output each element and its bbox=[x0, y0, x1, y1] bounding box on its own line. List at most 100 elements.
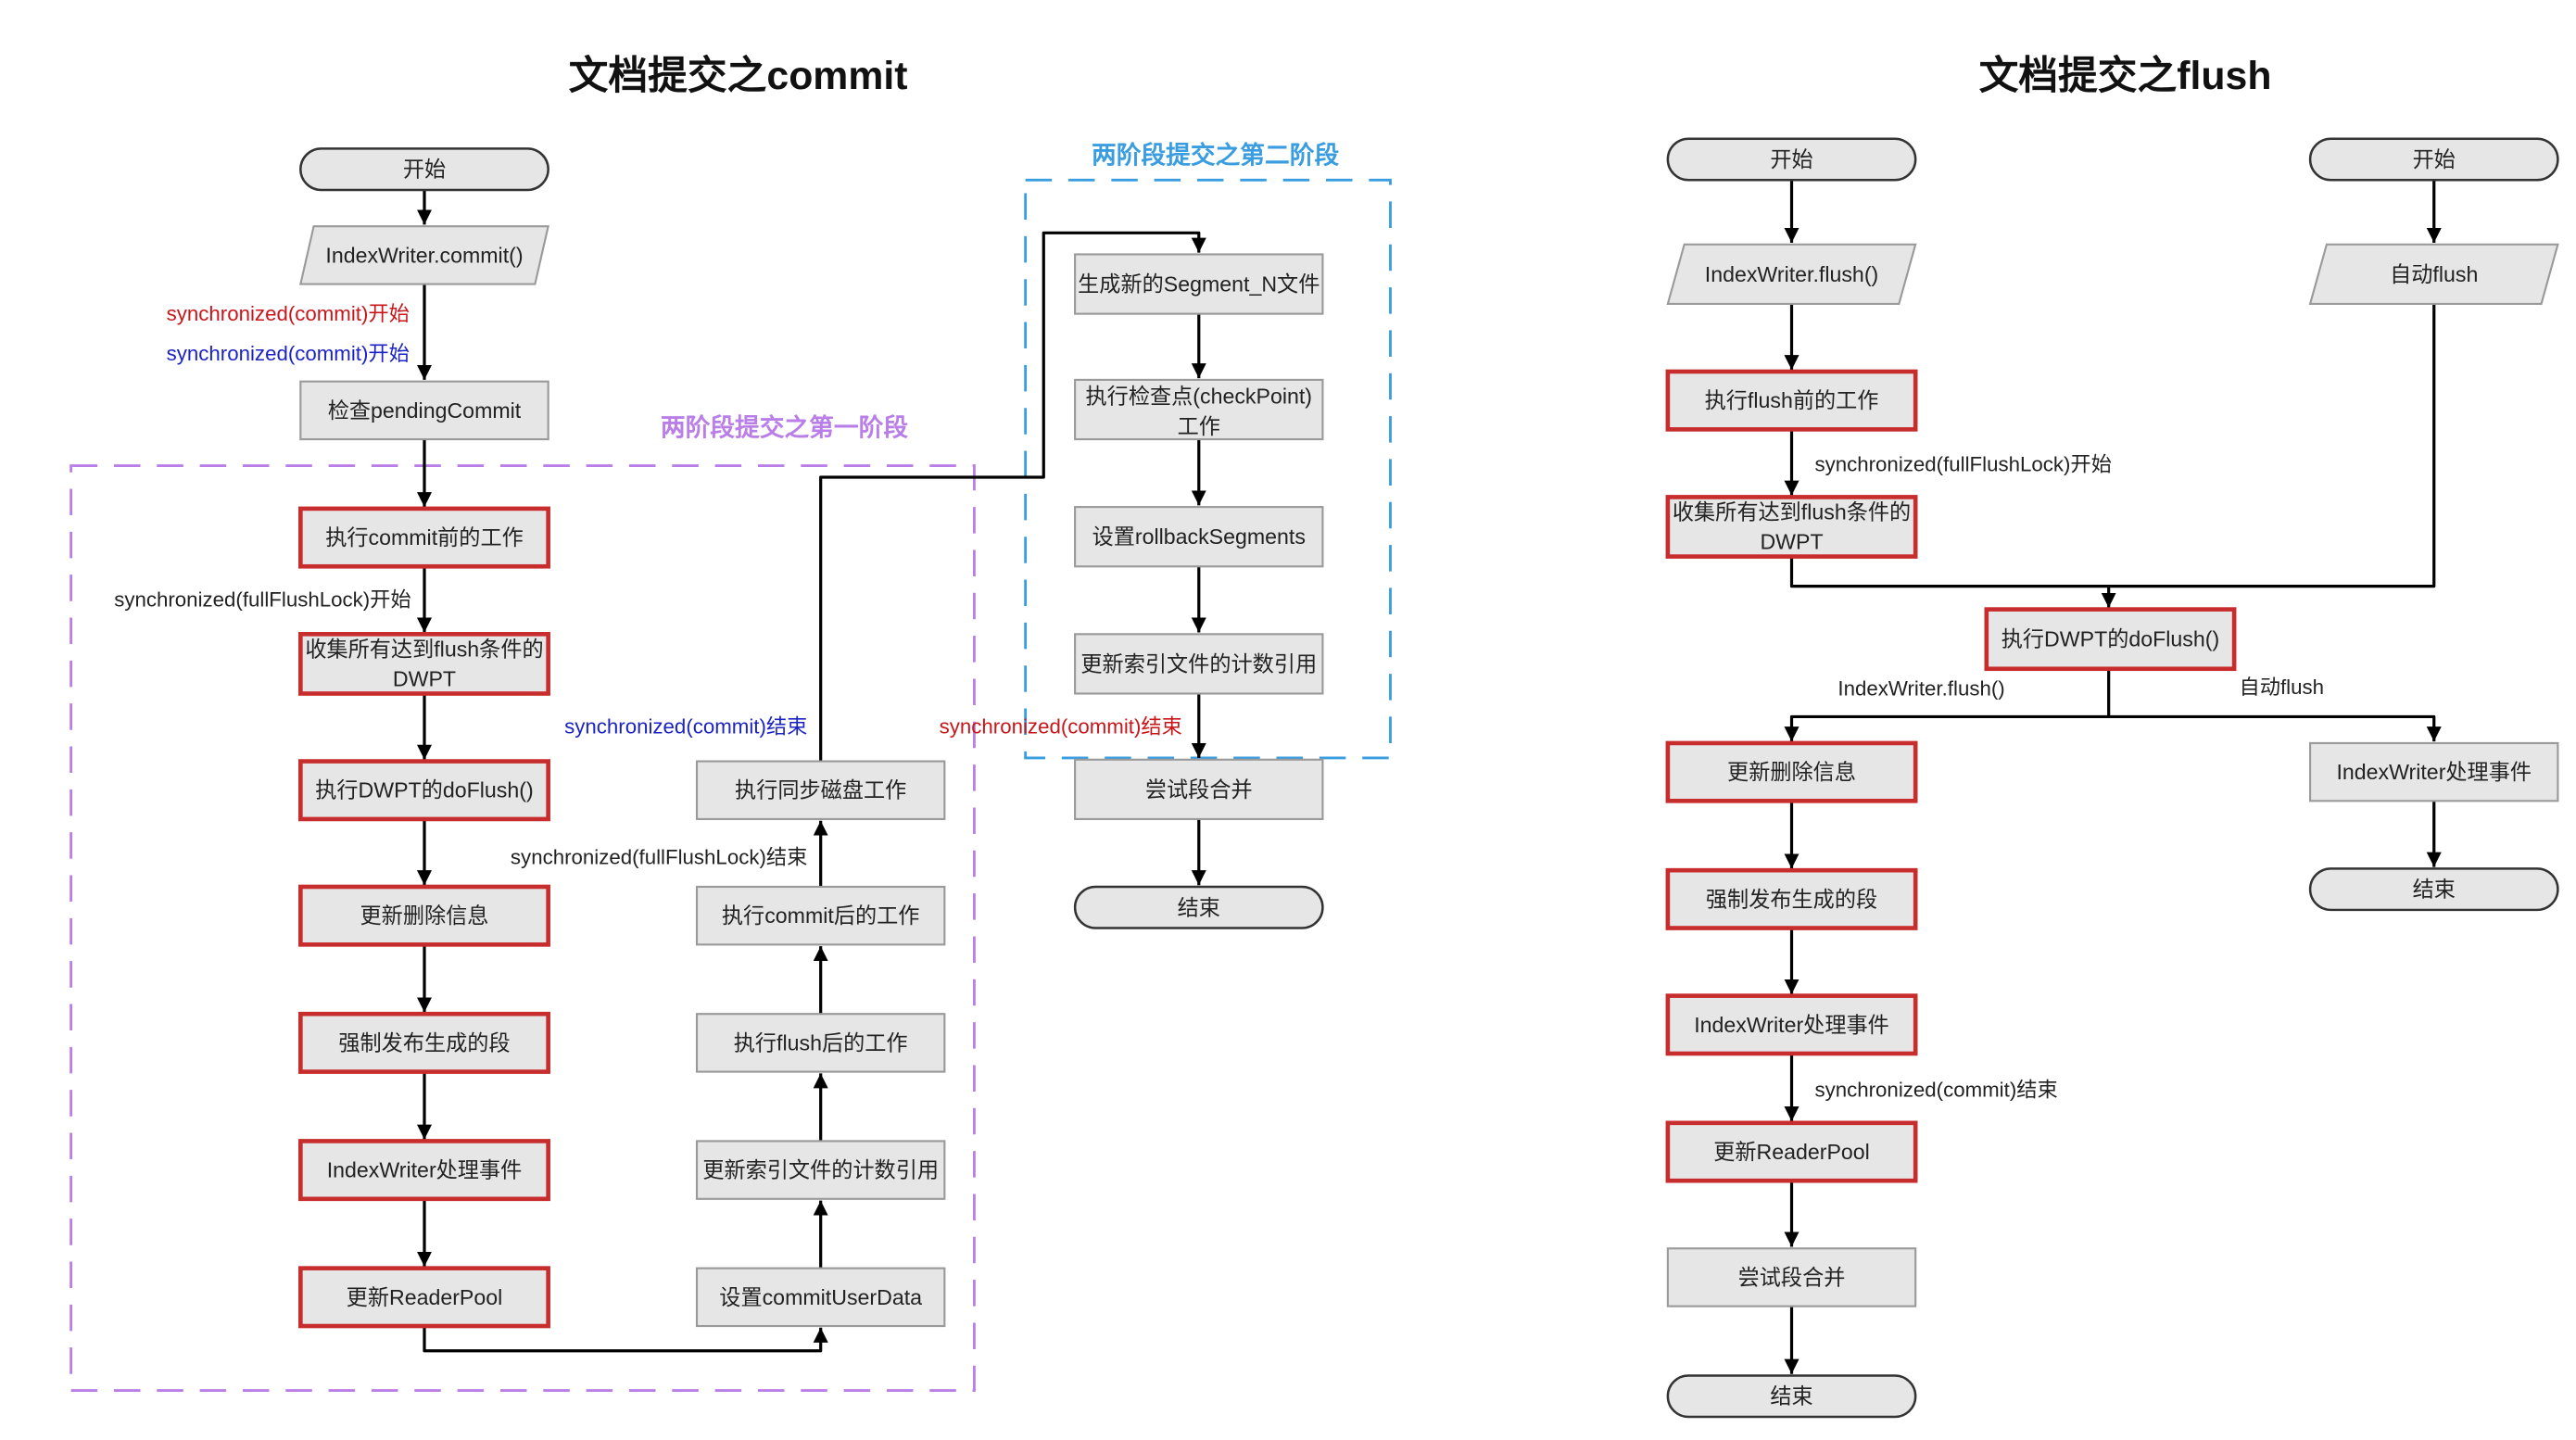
node-flush-update-reader-pool: 更新ReaderPool bbox=[1665, 1120, 1918, 1183]
node-do-flush: 执行DWPT的doFlush() bbox=[298, 759, 550, 822]
highlighted-process-shape bbox=[298, 1266, 550, 1329]
node-checkpoint-label-line2: 工作 bbox=[1178, 414, 1220, 438]
node-pre-commit: 执行commit前的工作 bbox=[298, 506, 550, 569]
node-flush-update-deletes: 更新删除信息 bbox=[1665, 740, 1918, 803]
node-update-reader-pool-label: 更新ReaderPool bbox=[347, 1285, 503, 1309]
node-update-ref-counts-2: 更新索引文件的计数引用 bbox=[1074, 633, 1324, 695]
process-shape bbox=[1074, 506, 1324, 568]
phase-one-label: 两阶段提交之第一阶段 bbox=[661, 413, 908, 442]
node-update-ref-counts-1: 更新索引文件的计数引用 bbox=[695, 1140, 946, 1200]
highlighted-process-shape bbox=[298, 1011, 550, 1074]
phase-two-label: 两阶段提交之第二阶段 bbox=[1092, 141, 1339, 170]
highlighted-process-shape bbox=[1984, 607, 2237, 672]
highlighted-process-shape bbox=[1665, 1120, 1918, 1183]
terminal-shape bbox=[2308, 137, 2559, 182]
highlighted-process-shape bbox=[298, 759, 550, 822]
node-sync-disk-label: 执行同步磁盘工作 bbox=[735, 778, 906, 802]
node-flush-process-events-auto: IndexWriter处理事件 bbox=[2309, 741, 2559, 802]
node-set-rollback: 设置rollbackSegments bbox=[1074, 506, 1324, 568]
terminal-shape bbox=[2308, 867, 2559, 912]
node-post-commit: 执行commit后的工作 bbox=[695, 885, 946, 946]
highlighted-process-shape bbox=[1665, 369, 1918, 432]
node-pre-flush-label: 执行flush前的工作 bbox=[1705, 388, 1879, 412]
process-shape bbox=[1074, 378, 1324, 441]
highlighted-process-shape bbox=[1665, 495, 1918, 559]
commit-diagram-title: 文档提交之commit bbox=[569, 54, 908, 98]
io-shape bbox=[1666, 243, 1917, 305]
node-auto-flush-label: 自动flush bbox=[2390, 262, 2478, 286]
node-process-events: IndexWriter处理事件 bbox=[298, 1139, 550, 1202]
node-commit-end-label: 结束 bbox=[1178, 895, 1220, 919]
highlighted-process-shape bbox=[1665, 867, 1918, 930]
flush-commit-lock-end-label: synchronized(commit)结束 bbox=[1814, 1079, 2057, 1102]
node-try-merge: 尝试段合并 bbox=[1074, 758, 1324, 820]
process-shape bbox=[1074, 253, 1324, 315]
process-shape bbox=[695, 760, 946, 820]
node-flush-start-manual: 开始 bbox=[1666, 137, 1917, 182]
node-flush-try-merge-label: 尝试段合并 bbox=[1738, 1265, 1846, 1289]
commit-lock-start-label-red: synchronized(commit)开始 bbox=[167, 302, 410, 325]
node-flush-end-auto: 结束 bbox=[2308, 867, 2559, 912]
node-flush-process-events-label: IndexWriter处理事件 bbox=[1694, 1013, 1889, 1037]
highlighted-process-shape bbox=[298, 506, 550, 569]
terminal-shape bbox=[1666, 137, 1917, 182]
commit-lock-start-label-blue: synchronized(commit)开始 bbox=[167, 342, 410, 365]
process-shape bbox=[2309, 741, 2559, 802]
node-post-flush-label: 执行flush后的工作 bbox=[734, 1030, 908, 1055]
connector-auto-flush-to-do-flush bbox=[2108, 303, 2436, 588]
highlighted-process-shape bbox=[1665, 740, 1918, 803]
flush-diagram-title: 文档提交之flush bbox=[1979, 54, 2272, 98]
node-publish-segments: 强制发布生成的段 bbox=[298, 1011, 550, 1074]
node-flush-collect-dwpt-label-line1: 收集所有达到flush条件的 bbox=[1673, 499, 1911, 524]
process-shape bbox=[1666, 1247, 1917, 1307]
terminal-shape bbox=[1073, 885, 1324, 929]
node-do-flush-label: 执行DWPT的doFlush() bbox=[315, 778, 533, 802]
io-shape bbox=[2308, 243, 2559, 305]
process-shape bbox=[695, 885, 946, 946]
highlighted-process-shape bbox=[298, 1139, 550, 1202]
node-checkpoint: 执行检查点(checkPoint) 工作 bbox=[1074, 378, 1324, 441]
terminal-shape bbox=[1666, 1374, 1917, 1419]
node-collect-dwpt: 收集所有达到flush条件的 DWPT bbox=[298, 632, 550, 696]
node-flush-do-flush-label: 执行DWPT的doFlush() bbox=[2001, 627, 2219, 651]
full-flush-lock-start-label: synchronized(fullFlushLock)开始 bbox=[114, 587, 411, 611]
node-flush-call-label: IndexWriter.flush() bbox=[1705, 262, 1878, 286]
phase-one-boundary bbox=[69, 464, 976, 1392]
node-publish-segments-label: 强制发布生成的段 bbox=[338, 1030, 510, 1055]
connector-branch-auto bbox=[2108, 714, 2442, 742]
commit-lock-end-label-red: synchronized(commit)结束 bbox=[940, 715, 1182, 739]
node-commit-start-label: 开始 bbox=[403, 158, 446, 182]
node-flush-end-manual-label: 结束 bbox=[1770, 1384, 1812, 1408]
node-flush-process-events: IndexWriter处理事件 bbox=[1665, 993, 1918, 1056]
node-commit-start: 开始 bbox=[299, 147, 549, 192]
node-flush-do-flush: 执行DWPT的doFlush() bbox=[1984, 607, 2237, 672]
connector-sync-disk-to-segments-n bbox=[819, 231, 1206, 762]
node-commit-call-label: IndexWriter.commit() bbox=[325, 243, 523, 267]
node-collect-dwpt-label-line2: DWPT bbox=[393, 666, 456, 690]
node-flush-end-manual: 结束 bbox=[1666, 1374, 1917, 1419]
node-commit-end: 结束 bbox=[1073, 885, 1324, 929]
commit-lock-end-label-blue: synchronized(commit)结束 bbox=[564, 715, 807, 739]
process-shape bbox=[695, 1140, 946, 1200]
process-shape bbox=[695, 1267, 946, 1328]
node-check-pending-label: 检查pendingCommit bbox=[328, 398, 522, 423]
flush-full-flush-lock-start-label: synchronized(fullFlushLock)开始 bbox=[1814, 452, 2112, 475]
node-update-deletes: 更新删除信息 bbox=[298, 884, 550, 947]
node-flush-call: IndexWriter.flush() bbox=[1666, 243, 1917, 305]
node-set-rollback-label: 设置rollbackSegments bbox=[1092, 524, 1306, 549]
node-try-merge-label: 尝试段合并 bbox=[1145, 777, 1253, 802]
node-flush-start-auto-label: 开始 bbox=[2413, 147, 2456, 171]
node-update-ref-counts-2-label: 更新索引文件的计数引用 bbox=[1080, 651, 1317, 676]
node-flush-start-auto: 开始 bbox=[2308, 137, 2559, 182]
node-set-commit-user-data-label: 设置commitUserData bbox=[719, 1285, 922, 1309]
flush-diagram: 文档提交之flush synchronized(fullFlushLock)开始… bbox=[1665, 54, 2559, 1419]
node-sync-disk: 执行同步磁盘工作 bbox=[695, 760, 946, 820]
node-process-events-label: IndexWriter处理事件 bbox=[327, 1158, 523, 1182]
node-flush-try-merge: 尝试段合并 bbox=[1666, 1247, 1917, 1307]
node-flush-collect-dwpt-label-line2: DWPT bbox=[1760, 530, 1823, 554]
branch-auto-label: 自动flush bbox=[2239, 676, 2324, 699]
node-flush-update-reader-pool-label: 更新ReaderPool bbox=[1713, 1140, 1870, 1164]
highlighted-process-shape bbox=[298, 632, 550, 696]
node-checkpoint-label-line1: 执行检查点(checkPoint) bbox=[1086, 385, 1312, 409]
connector-branch-manual bbox=[1784, 668, 2111, 742]
